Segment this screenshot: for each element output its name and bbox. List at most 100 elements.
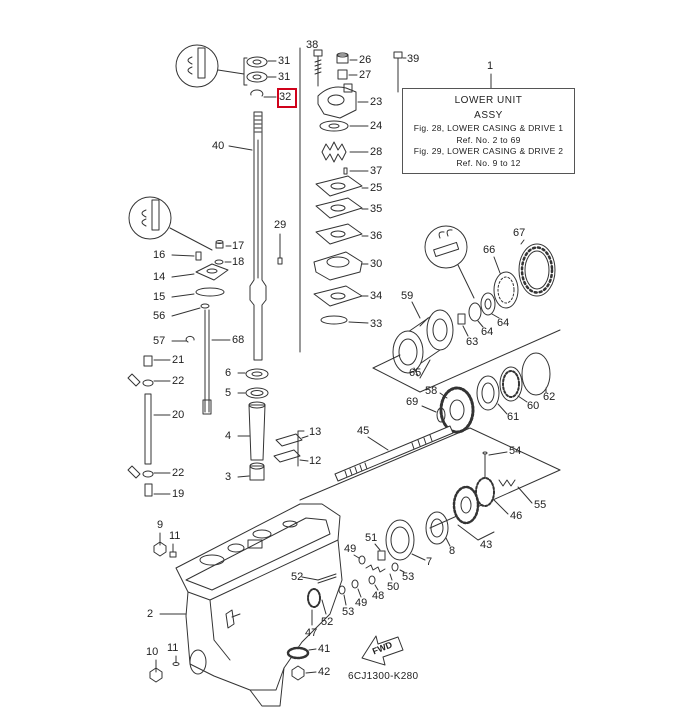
part-6-5-4-3 bbox=[238, 369, 268, 480]
callout-24[interactable]: 24 bbox=[370, 120, 383, 132]
callout-40[interactable]: 40 bbox=[212, 140, 225, 152]
callout-64-right[interactable]: 64 bbox=[497, 317, 510, 329]
callout-41[interactable]: 41 bbox=[318, 643, 331, 655]
callout-51[interactable]: 51 bbox=[365, 532, 378, 544]
callout-46[interactable]: 46 bbox=[510, 510, 523, 522]
callout-27[interactable]: 27 bbox=[359, 69, 372, 81]
callout-26[interactable]: 26 bbox=[359, 54, 372, 66]
callout-21[interactable]: 21 bbox=[172, 354, 185, 366]
callout-7[interactable]: 7 bbox=[426, 556, 433, 568]
callout-23[interactable]: 23 bbox=[370, 96, 383, 108]
callout-12[interactable]: 12 bbox=[309, 455, 322, 467]
part-31-rings bbox=[244, 57, 276, 85]
callout-25[interactable]: 25 bbox=[370, 182, 383, 194]
callout-52-upper[interactable]: 52 bbox=[291, 571, 304, 583]
callout-39[interactable]: 39 bbox=[407, 53, 420, 65]
callout-61[interactable]: 61 bbox=[507, 411, 520, 423]
callout-38[interactable]: 38 bbox=[306, 39, 319, 51]
callout-62[interactable]: 62 bbox=[543, 391, 556, 403]
callout-64-left[interactable]: 64 bbox=[481, 326, 494, 338]
callout-20[interactable]: 20 bbox=[172, 409, 185, 421]
part-17-18-bolts bbox=[215, 241, 231, 265]
callout-6[interactable]: 6 bbox=[225, 367, 232, 379]
callout-10[interactable]: 10 bbox=[146, 646, 159, 658]
callout-50[interactable]: 50 bbox=[387, 581, 400, 593]
callout-48[interactable]: 48 bbox=[372, 590, 385, 602]
callout-65[interactable]: 65 bbox=[409, 367, 422, 379]
callout-66[interactable]: 66 bbox=[483, 244, 496, 256]
part-59-bearing-housing bbox=[393, 302, 453, 378]
callout-31-upper[interactable]: 31 bbox=[278, 55, 291, 67]
part-33-o-ring bbox=[321, 316, 368, 324]
callout-19[interactable]: 19 bbox=[172, 488, 185, 500]
callout-42[interactable]: 42 bbox=[318, 666, 331, 678]
part-40-drive-shaft bbox=[229, 112, 266, 360]
part-64-63-washers bbox=[458, 293, 499, 336]
callout-63[interactable]: 63 bbox=[466, 336, 479, 348]
callout-36[interactable]: 36 bbox=[370, 230, 383, 242]
callout-14[interactable]: 14 bbox=[153, 271, 166, 283]
callout-45[interactable]: 45 bbox=[357, 425, 370, 437]
part-30-outer-plate bbox=[314, 252, 368, 280]
callout-32[interactable]: 32 bbox=[279, 91, 292, 103]
callout-11-lower[interactable]: 11 bbox=[167, 642, 179, 654]
callout-33[interactable]: 33 bbox=[370, 318, 383, 330]
part-13-12-blocks bbox=[274, 431, 308, 466]
title-line-2: ASSY bbox=[474, 110, 503, 121]
callout-2[interactable]: 2 bbox=[147, 608, 154, 620]
callout-37[interactable]: 37 bbox=[370, 165, 383, 177]
part-61-60-62-bearing bbox=[477, 353, 550, 414]
part-66-ring bbox=[494, 257, 518, 308]
callout-1[interactable]: 1 bbox=[487, 60, 494, 72]
callout-49-upper[interactable]: 49 bbox=[344, 543, 357, 555]
callout-28[interactable]: 28 bbox=[370, 146, 383, 158]
detail-circle-right bbox=[425, 226, 474, 298]
callout-22-upper[interactable]: 22 bbox=[172, 375, 185, 387]
callout-34[interactable]: 34 bbox=[370, 290, 383, 302]
title-line-4: Ref. No. 2 to 69 bbox=[456, 134, 521, 145]
part-45-propeller-shaft bbox=[335, 426, 453, 481]
part-24-cartridge bbox=[320, 121, 368, 131]
callout-52-lower[interactable]: 52 bbox=[321, 616, 334, 628]
callout-49-lower[interactable]: 49 bbox=[355, 597, 368, 609]
callout-15[interactable]: 15 bbox=[153, 291, 166, 303]
callout-55[interactable]: 55 bbox=[534, 499, 547, 511]
callout-58[interactable]: 58 bbox=[425, 385, 438, 397]
callout-67[interactable]: 67 bbox=[513, 227, 526, 239]
callout-43[interactable]: 43 bbox=[480, 539, 493, 551]
callout-3[interactable]: 3 bbox=[225, 471, 232, 483]
callout-31-lower[interactable]: 31 bbox=[278, 71, 291, 83]
part-47-gear bbox=[308, 589, 320, 625]
callout-16[interactable]: 16 bbox=[153, 249, 166, 261]
callout-57[interactable]: 57 bbox=[153, 335, 166, 347]
callout-29[interactable]: 29 bbox=[274, 219, 287, 231]
part-52-pins bbox=[302, 574, 336, 614]
callout-5[interactable]: 5 bbox=[225, 387, 232, 399]
callout-47[interactable]: 47 bbox=[305, 627, 318, 639]
callout-35[interactable]: 35 bbox=[370, 203, 383, 215]
callout-69[interactable]: 69 bbox=[406, 396, 419, 408]
callout-53-right[interactable]: 53 bbox=[402, 571, 415, 583]
callout-18[interactable]: 18 bbox=[232, 256, 245, 268]
part-21-22-20-19-shift-link bbox=[128, 356, 170, 496]
part-7-8-bearing bbox=[386, 512, 450, 560]
callout-53-left[interactable]: 53 bbox=[342, 606, 355, 618]
callout-56[interactable]: 56 bbox=[153, 310, 166, 322]
callout-17[interactable]: 17 bbox=[232, 240, 245, 252]
callout-22-lower[interactable]: 22 bbox=[172, 467, 185, 479]
callout-13[interactable]: 13 bbox=[309, 426, 322, 438]
callout-4[interactable]: 4 bbox=[225, 430, 232, 442]
part-32-clip bbox=[251, 90, 276, 97]
callout-9[interactable]: 9 bbox=[157, 519, 164, 531]
callout-68[interactable]: 68 bbox=[232, 334, 245, 346]
callout-11-upper[interactable]: 11 bbox=[169, 530, 181, 542]
callout-30[interactable]: 30 bbox=[370, 258, 383, 270]
callout-60[interactable]: 60 bbox=[527, 400, 540, 412]
detail-circle-top bbox=[176, 45, 244, 87]
part-38-bolt bbox=[314, 50, 322, 86]
callout-59[interactable]: 59 bbox=[401, 290, 414, 302]
callout-54[interactable]: 54 bbox=[509, 445, 522, 457]
title-line-3: Fig. 28, LOWER CASING & DRIVE 1 bbox=[413, 123, 564, 133]
callout-8[interactable]: 8 bbox=[449, 545, 456, 557]
